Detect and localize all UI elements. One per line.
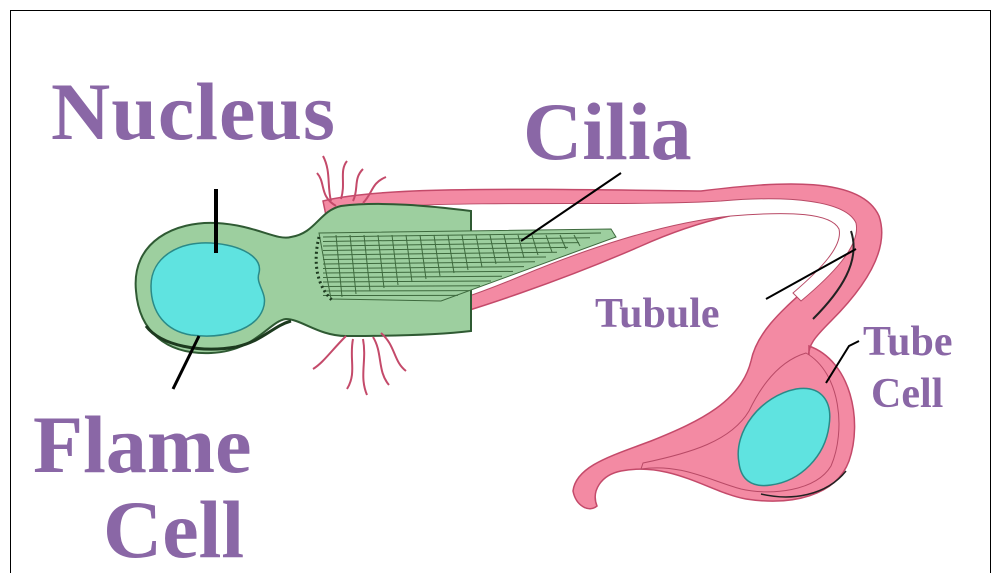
figure-frame: Nucleus Cilia Flame Cell Tubule Tube Cel… — [10, 10, 991, 573]
projection-bottom-2 — [347, 339, 353, 389]
cilia-label: Cilia — [523, 91, 692, 173]
projection-top-2 — [341, 161, 347, 199]
projection-bottom-3 — [363, 339, 367, 395]
projection-bottom-1 — [313, 336, 346, 369]
tubule-label: Tubule — [595, 293, 720, 335]
projection-bottom-5 — [381, 333, 406, 371]
cilium-line — [323, 286, 480, 287]
projection-bottom-4 — [373, 337, 389, 385]
nucleus-label: Nucleus — [51, 71, 336, 153]
flame-cell-label: Cell — [103, 489, 244, 571]
flame-label: Flame — [33, 404, 252, 486]
tube-cell-label: Cell — [871, 373, 943, 415]
tube-label: Tube — [863, 321, 953, 363]
nucleus-shape — [151, 243, 265, 336]
